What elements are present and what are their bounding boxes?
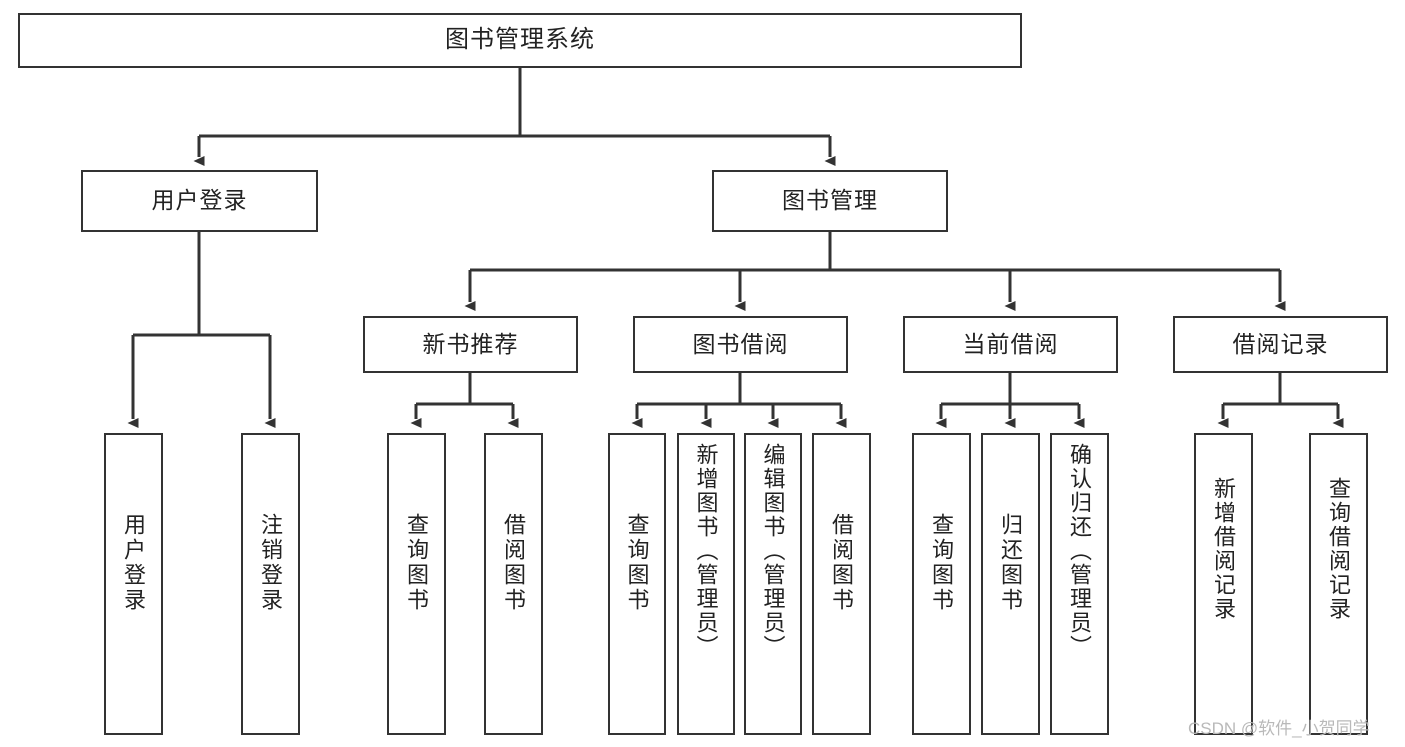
leaf-add-book-admin[interactable]: 新增图书（管理员） — [677, 433, 735, 735]
leaf-borrow-book[interactable]: 借阅图书 — [812, 433, 871, 735]
node-new-book-recommend[interactable]: 新书推荐 — [363, 316, 578, 373]
node-label: 查询图书 — [624, 513, 650, 613]
node-label: 新增图书（管理员） — [693, 443, 719, 659]
node-label: 图书借阅 — [692, 330, 789, 357]
leaf-logout-login[interactable]: 注销登录 — [241, 433, 300, 735]
node-label: 用户登录 — [151, 187, 248, 214]
leaf-query-book-borrow[interactable]: 查询图书 — [608, 433, 666, 735]
node-label: 查询图书 — [404, 513, 430, 613]
leaf-return-book[interactable]: 归还图书 — [981, 433, 1040, 735]
leaf-query-book-recommend[interactable]: 查询图书 — [387, 433, 446, 735]
leaf-borrow-book-recommend[interactable]: 借阅图书 — [484, 433, 543, 735]
node-current-borrow[interactable]: 当前借阅 — [903, 316, 1118, 373]
node-label: 图书管理 — [782, 187, 878, 214]
node-user-login[interactable]: 用户登录 — [81, 170, 318, 232]
node-book-borrow[interactable]: 图书借阅 — [633, 316, 848, 373]
node-label: 当前借阅 — [962, 330, 1059, 357]
leaf-user-login[interactable]: 用户登录 — [104, 433, 163, 735]
node-label: 用户登录 — [121, 513, 147, 613]
node-label: 查询借阅记录 — [1326, 477, 1352, 621]
leaf-edit-book-admin[interactable]: 编辑图书（管理员） — [744, 433, 802, 735]
leaf-confirm-return-admin[interactable]: 确认归还（管理员） — [1050, 433, 1109, 735]
node-label: 编辑图书（管理员） — [760, 443, 786, 659]
node-label: 新增借阅记录 — [1211, 477, 1237, 621]
node-book-management[interactable]: 图书管理 — [712, 170, 948, 232]
leaf-query-borrow-record[interactable]: 查询借阅记录 — [1309, 433, 1368, 735]
node-borrow-record[interactable]: 借阅记录 — [1173, 316, 1388, 373]
leaf-query-book-current[interactable]: 查询图书 — [912, 433, 971, 735]
node-label: 借阅记录 — [1232, 330, 1329, 357]
node-label: 借阅图书 — [829, 513, 855, 613]
node-label: 查询图书 — [929, 513, 955, 613]
node-label: 注销登录 — [258, 513, 284, 613]
node-label: 归还图书 — [998, 513, 1024, 613]
node-label: 确认归还（管理员） — [1067, 443, 1093, 659]
node-label: 图书管理系统 — [445, 26, 595, 54]
node-label: 新书推荐 — [422, 330, 519, 357]
node-label: 借阅图书 — [501, 513, 527, 613]
csdn-watermark: CSDN @软件_小贺同学 — [1188, 719, 1370, 738]
leaf-add-borrow-record[interactable]: 新增借阅记录 — [1194, 433, 1253, 735]
node-root-book-management-system[interactable]: 图书管理系统 — [18, 13, 1022, 68]
